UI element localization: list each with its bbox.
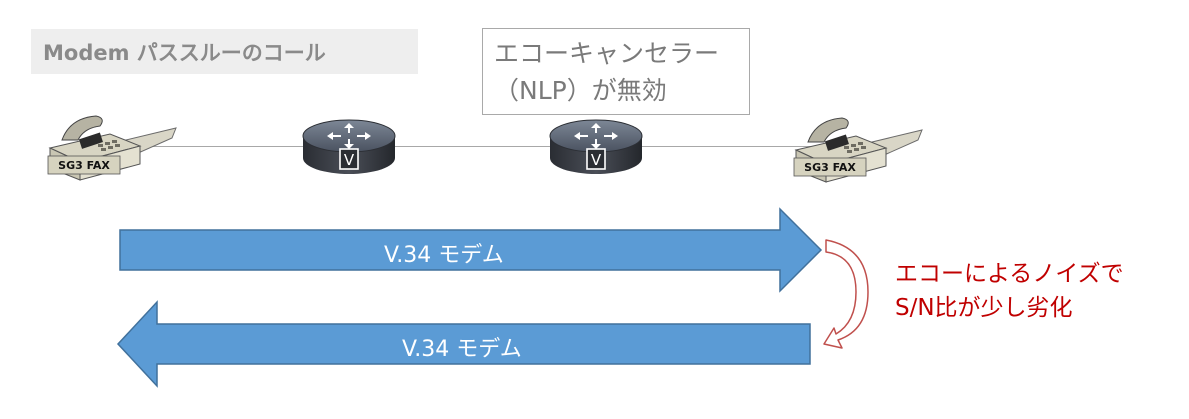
network-link-line (140, 146, 860, 147)
left-fax-label: SG3 FAX (58, 159, 110, 172)
echo-noise-note-line2: S/N比が少し劣化 (895, 295, 1073, 321)
echo-canceller-note: エコーキャンセラー （NLP）が無効 (482, 28, 750, 115)
voice-router-icon: V (549, 119, 643, 174)
forward-arrow-label: V.34 モデム (384, 243, 504, 268)
diagram-title: Modem パススルーのコール (31, 29, 418, 74)
forward-modem-arrow (119, 207, 823, 293)
echo-noise-note-line1: エコーによるノイズで (895, 261, 1124, 287)
echo-canceller-note-line2: （NLP）が無効 (494, 76, 667, 105)
right-fax-label: SG3 FAX (804, 161, 856, 174)
voice-router-1: V (301, 116, 397, 178)
echo-curve-arrow (823, 239, 869, 349)
voice-router-2: V (548, 116, 644, 178)
fax-icon: SG3 FAX (47, 115, 177, 181)
right-fax-machine: SG3 FAX (786, 112, 926, 190)
echo-noise-note: エコーによるノイズで S/N比が少し劣化 (895, 257, 1124, 325)
router-2-badge: V (591, 151, 602, 169)
left-fax-machine: SG3 FAX (40, 110, 180, 188)
backward-modem-arrow (116, 300, 811, 388)
fax-icon: SG3 FAX (793, 117, 923, 183)
router-1-badge: V (344, 151, 355, 169)
backward-arrow-label: V.34 モデム (402, 337, 522, 362)
echo-canceller-note-line1: エコーキャンセラー (494, 39, 720, 68)
voice-router-icon: V (302, 119, 396, 174)
